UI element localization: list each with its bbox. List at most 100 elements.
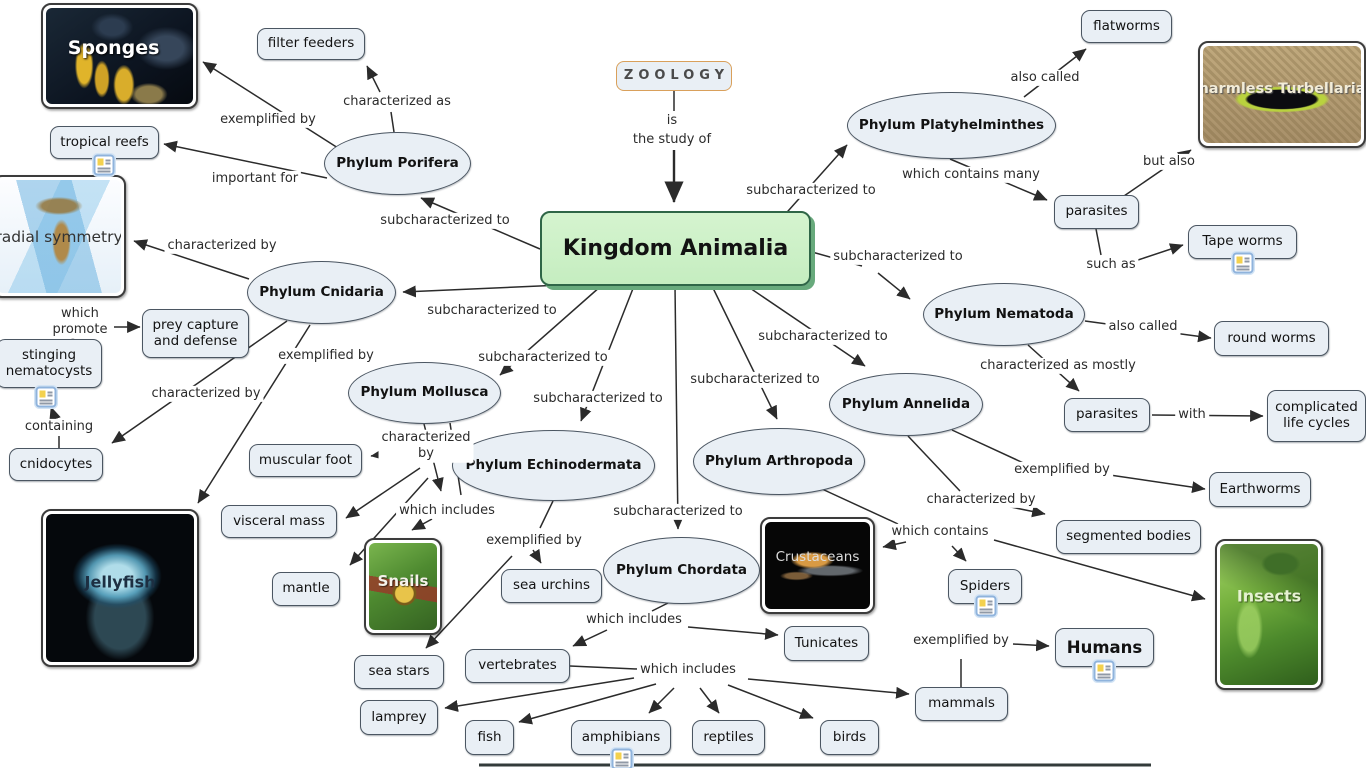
link-label-subcharacterized-arthropoda[interactable]: subcharacterized to xyxy=(687,371,823,389)
edge-line xyxy=(411,518,433,531)
link-label-subcharacterized-platyhelminthes[interactable]: subcharacterized to xyxy=(743,182,879,200)
image-snails[interactable]: Snails xyxy=(364,538,442,635)
concept-label: parasites xyxy=(1065,203,1128,220)
link-label-characterized-as-mostly[interactable]: characterized as mostly xyxy=(977,357,1139,375)
link-label-characterized-as[interactable]: characterized as xyxy=(340,93,454,111)
concept-flatworms[interactable]: flatworms xyxy=(1081,10,1172,43)
link-label-containing[interactable]: containing xyxy=(21,418,97,436)
concept-kingdom-animalia[interactable]: Kingdom Animalia xyxy=(540,211,811,286)
resource-icon-stinging-nematocysts[interactable] xyxy=(35,386,57,408)
concept-filter-feeders[interactable]: filter feeders xyxy=(257,28,365,60)
resource-icon-tropical-reefs[interactable] xyxy=(93,154,115,176)
link-label-exemplified-by-mammals[interactable]: exemplified by xyxy=(910,632,1012,650)
concept-sea-urchins[interactable]: sea urchins xyxy=(501,569,602,603)
resource-icon-amphibians[interactable] xyxy=(611,748,633,768)
concept-cnidocytes[interactable]: cnidocytes xyxy=(9,448,103,481)
concept-phylum-mollusca[interactable]: Phylum Mollusca xyxy=(348,362,501,424)
concept-phylum-nematoda[interactable]: Phylum Nematoda xyxy=(923,283,1085,346)
link-label-subcharacterized-annelida[interactable]: subcharacterized to xyxy=(755,328,891,346)
concept-stinging-nematocysts[interactable]: stinging nematocysts xyxy=(0,339,102,388)
concept-parasites-platyhelminthes[interactable]: parasites xyxy=(1054,195,1139,229)
concept-phylum-chordata[interactable]: Phylum Chordata xyxy=(603,537,760,604)
link-label-which-includes-vertebrates[interactable]: which includes xyxy=(637,661,739,679)
link-label-exemplified-by-cnidaria[interactable]: exemplified by xyxy=(275,347,377,365)
concept-prey-capture-and-defense[interactable]: prey capture and defense xyxy=(142,309,249,358)
link-label-exemplified-by-echinodermata[interactable]: exemplified by xyxy=(483,532,585,550)
concept-vertebrates[interactable]: vertebrates xyxy=(465,649,570,683)
concept-phylum-cnidaria[interactable]: Phylum Cnidaria xyxy=(247,261,396,324)
concept-label: flatworms xyxy=(1093,17,1160,34)
image-radial-symmetry[interactable]: radial symmetry xyxy=(0,175,126,298)
concept-complicated-life-cycles[interactable]: complicated life cycles xyxy=(1267,390,1366,442)
link-label-characterized-by-annelida[interactable]: characterized by xyxy=(923,491,1039,509)
link-label-such-as[interactable]: such as xyxy=(1083,256,1139,274)
image-caption: radial symmetry xyxy=(0,227,121,246)
link-label-the-study-of[interactable]: the study of xyxy=(629,131,715,149)
image-jellyfish[interactable]: Jellyfish xyxy=(41,509,199,667)
concept-phylum-annelida[interactable]: Phylum Annelida xyxy=(829,373,983,436)
link-label-subcharacterized-mollusca[interactable]: subcharacterized to xyxy=(475,349,611,367)
link-label-subcharacterized-porifera[interactable]: subcharacterized to xyxy=(377,212,513,230)
link-label-subcharacterized-chordata[interactable]: subcharacterized to xyxy=(610,503,746,521)
concept-sea-stars[interactable]: sea stars xyxy=(354,655,444,689)
link-label-also-called-round-worms[interactable]: also called xyxy=(1105,318,1181,336)
link-label-which-contains[interactable]: which contains xyxy=(888,523,992,541)
image-insects[interactable]: Insects xyxy=(1215,539,1323,690)
edge-line xyxy=(821,488,899,525)
edge-line xyxy=(49,406,61,422)
image-crustaceans[interactable]: Crustaceans xyxy=(760,517,875,614)
concept-mammals[interactable]: mammals xyxy=(915,687,1008,721)
link-label-which-includes-chordata[interactable]: which includes xyxy=(583,611,685,629)
resource-icon-spiders[interactable] xyxy=(975,595,997,617)
concept-round-worms[interactable]: round worms xyxy=(1214,321,1329,356)
concept-zoology[interactable]: ZOOLOGY xyxy=(616,61,732,91)
concept-segmented-bodies[interactable]: segmented bodies xyxy=(1056,520,1201,554)
link-label-important-for[interactable]: important for xyxy=(208,170,302,188)
concept-lamprey[interactable]: lamprey xyxy=(360,700,438,735)
concept-label: tropical reefs xyxy=(60,133,149,150)
concept-label: Earthworms xyxy=(1219,480,1301,497)
image-turbellaria[interactable]: harmless Turbellaria xyxy=(1198,41,1366,148)
concept-label: fish xyxy=(477,728,502,745)
concept-mantle[interactable]: mantle xyxy=(272,572,340,606)
concept-fish[interactable]: fish xyxy=(465,720,514,755)
edge-line xyxy=(518,683,657,725)
concept-phylum-platyhelminthes[interactable]: Phylum Platyhelminthes xyxy=(847,92,1056,159)
resource-icon-humans[interactable] xyxy=(1093,660,1115,682)
concept-label: Phylum Porifera xyxy=(336,154,459,171)
concept-earthworms[interactable]: Earthworms xyxy=(1209,472,1311,507)
link-label-characterized-by-mollusca[interactable]: characterized by xyxy=(378,429,474,463)
link-label-characterized-by-cnidocytes[interactable]: characterized by xyxy=(148,385,264,403)
edge-line xyxy=(882,538,907,551)
link-label-with[interactable]: with xyxy=(1175,406,1209,424)
concept-reptiles[interactable]: reptiles xyxy=(692,720,765,755)
link-label-exemplified-by-annelida[interactable]: exemplified by xyxy=(1011,461,1113,479)
concept-label: Kingdom Animalia xyxy=(562,235,789,261)
link-label-subcharacterized-nematoda[interactable]: subcharacterized to xyxy=(830,248,966,266)
link-label-which-includes-mollusca[interactable]: which includes xyxy=(396,502,498,520)
link-label-also-called-flatworms[interactable]: also called xyxy=(1007,69,1083,87)
concept-phylum-echinodermata[interactable]: Phylum Echinodermata xyxy=(452,430,655,501)
link-label-characterized-by-radial[interactable]: characterized by xyxy=(164,237,280,255)
link-label-is[interactable]: is xyxy=(663,112,681,130)
concept-phylum-porifera[interactable]: Phylum Porifera xyxy=(324,132,471,195)
image-photo-radial-symmetry: radial symmetry xyxy=(0,180,121,293)
concept-tropical-reefs[interactable]: tropical reefs xyxy=(50,126,159,159)
resource-icon-tape-worms[interactable] xyxy=(1232,252,1254,274)
image-sponges[interactable]: Sponges xyxy=(41,3,198,109)
concept-amphibians[interactable]: amphibians xyxy=(571,720,671,755)
concept-label: mammals xyxy=(928,695,995,712)
link-label-exemplified-by-porifera[interactable]: exemplified by xyxy=(217,111,319,129)
concept-tunicates[interactable]: Tunicates xyxy=(784,626,869,661)
edge-line xyxy=(687,626,779,640)
link-label-which-contains-many[interactable]: which contains many xyxy=(899,166,1043,184)
link-label-which-promote[interactable]: which promote xyxy=(49,305,111,339)
concept-parasites-nematoda[interactable]: parasites xyxy=(1064,398,1150,432)
concept-visceral-mass[interactable]: visceral mass xyxy=(221,505,337,538)
link-label-subcharacterized-cnidaria[interactable]: subcharacterized to xyxy=(424,302,560,320)
concept-phylum-arthropoda[interactable]: Phylum Arthropoda xyxy=(693,428,865,495)
link-label-subcharacterized-echinodermata[interactable]: subcharacterized to xyxy=(530,390,666,408)
concept-muscular-foot[interactable]: muscular foot xyxy=(249,444,362,477)
concept-birds[interactable]: birds xyxy=(820,720,879,755)
link-label-but-also[interactable]: but also xyxy=(1139,153,1199,171)
